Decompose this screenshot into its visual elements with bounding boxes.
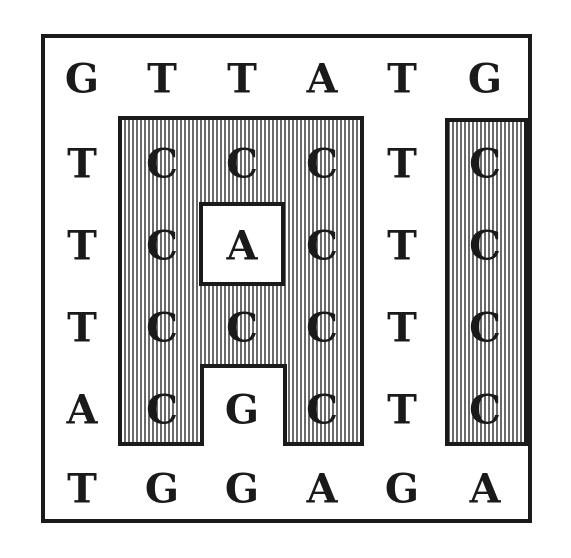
grid-letter: T (147, 56, 177, 103)
grid-letter: C (146, 141, 178, 188)
grid-letter: G (145, 466, 179, 513)
grid-letter: A (225, 223, 258, 270)
grid-letter: T (387, 56, 417, 103)
unshaded-hole (199, 202, 285, 286)
grid-letter: C (469, 387, 501, 434)
grid-letter: T (67, 466, 97, 513)
shaded-region-right-column (445, 118, 528, 446)
grid-letter: C (306, 387, 338, 434)
grid-letter: C (226, 305, 258, 352)
grid-letter: C (226, 141, 258, 188)
grid-letter: C (146, 223, 178, 270)
grid-letter: G (385, 466, 419, 513)
grid-letter: G (65, 56, 99, 103)
grid-letter: C (469, 223, 501, 270)
grid-letter: T (387, 223, 417, 270)
grid-letter: T (67, 305, 97, 352)
grid-letter: A (468, 466, 501, 513)
grid-letter: C (306, 305, 338, 352)
grid-letter: A (305, 56, 338, 103)
grid-letter: T (387, 305, 417, 352)
grid-letter: T (227, 56, 257, 103)
grid-letter: C (306, 141, 338, 188)
grid-letter: T (387, 141, 417, 188)
grid-letter: T (387, 387, 417, 434)
grid-letter: G (468, 56, 502, 103)
grid-letter: C (146, 305, 178, 352)
outer-frame (41, 34, 532, 523)
grid-letter: T (67, 141, 97, 188)
grid-letter: G (225, 466, 259, 513)
grid-letter: C (469, 305, 501, 352)
grid-letter: C (146, 387, 178, 434)
grid-letter: T (67, 223, 97, 270)
grid-letter: G (225, 387, 259, 434)
grid-letter: A (305, 466, 338, 513)
grid-letter: C (469, 141, 501, 188)
grid-letter: A (65, 387, 98, 434)
grid-letter: C (306, 223, 338, 270)
